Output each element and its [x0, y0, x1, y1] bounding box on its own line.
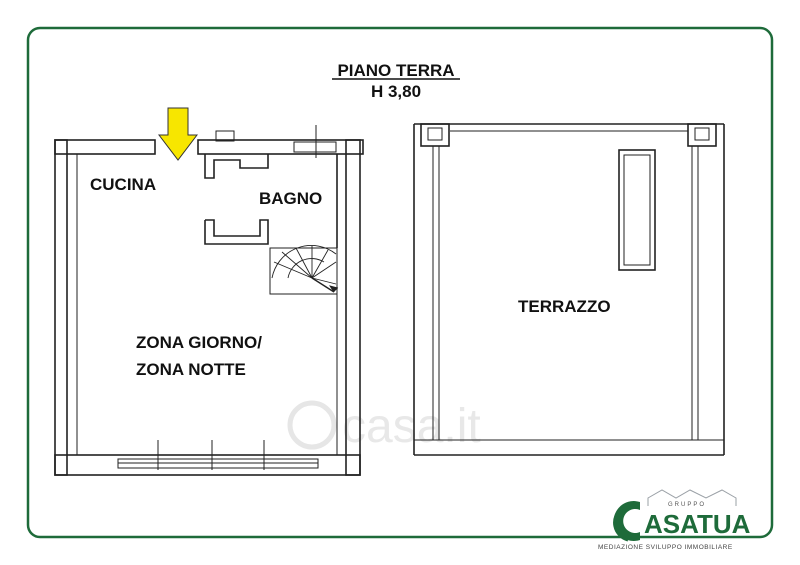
left-unit-walls	[54, 125, 364, 476]
logo-tagline: MEDIAZIONE SVILUPPO IMMOBILIARE	[598, 544, 733, 551]
entrance-arrow-icon	[157, 107, 199, 161]
room-label-kitchen: CUCINA	[90, 175, 156, 194]
watermark-text: casa.it	[342, 400, 481, 453]
floor-title: PIANO TERRA	[337, 61, 454, 80]
logo-gruppo: GRUPPO	[668, 502, 706, 508]
room-label-bathroom: BAGNO	[259, 189, 322, 208]
company-logo: GRUPPO ASATUA MEDIAZIONE SVILUPPO IMMOBI…	[598, 489, 751, 551]
terrace-walls	[413, 123, 725, 456]
watermark: casa.it	[287, 400, 481, 453]
spiral-staircase	[271, 245, 339, 293]
logo-name: ASATUA	[644, 509, 751, 539]
outer-frame	[26, 26, 774, 539]
room-label-living-1: ZONA GIORNO/	[136, 333, 262, 352]
room-label-living-2: ZONA NOTTE	[136, 360, 246, 379]
house-outline-icon	[647, 489, 737, 506]
floor-height: H 3,80	[371, 82, 421, 101]
room-label-terrace: TERRAZZO	[518, 297, 611, 316]
